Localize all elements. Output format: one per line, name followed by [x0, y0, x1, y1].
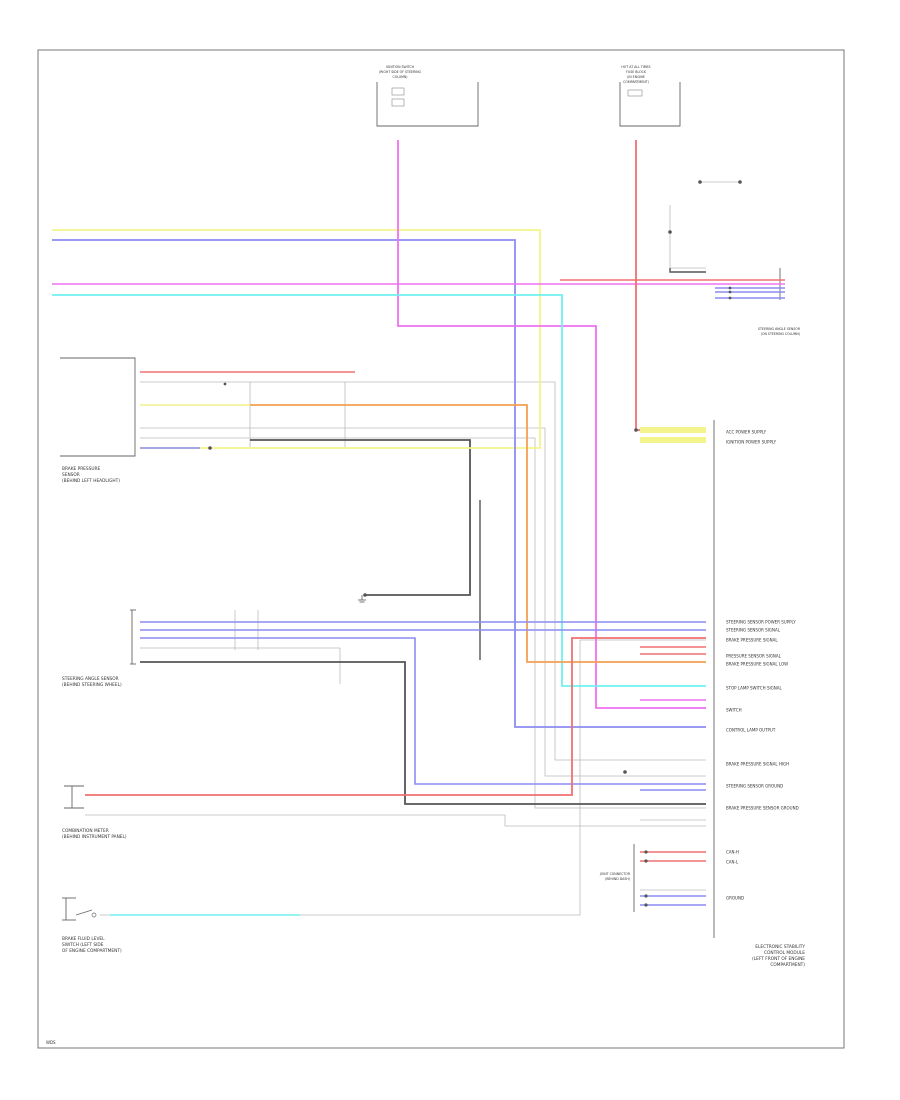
ground-symbol — [358, 595, 366, 603]
fuse-block-label: HOT AT ALL TIMES — [621, 65, 650, 69]
module-pin-label: GROUND — [726, 896, 744, 901]
module-pin-labels: ACC POWER SUPPLY IGNITION POWER SUPPLY STE… — [726, 430, 799, 901]
module-pin-label: STEERING SENSOR POWER SUPPLY — [726, 620, 796, 625]
combination-meter-label: (BEHIND INSTRUMENT PANEL) — [62, 834, 127, 840]
wire-yel — [52, 229, 541, 449]
brake-fluid-switch-label: SWITCH (LEFT SIDE — [62, 942, 104, 948]
wire-ltgrn — [52, 294, 706, 687]
steering-angle-sensor-label: STEERING ANGLE SENSOR — [62, 676, 119, 682]
module-pin-label: CAN-L — [726, 860, 739, 865]
wire-blu — [52, 239, 706, 728]
module-pin-label: BRAKE PRESSURE SIGNAL HIGH — [726, 762, 789, 767]
module-pin-label: PRESSURE SENSOR SIGNAL — [726, 654, 782, 659]
fuse-block-label: COMPARTMENT) — [623, 80, 649, 84]
module-pin-label: IGNITION POWER SUPPLY — [726, 440, 777, 445]
module-pin-label: STEERING SENSOR GROUND — [726, 784, 783, 789]
ignition-switch-box — [376, 82, 479, 127]
module-pin-label: BRAKE PRESSURE SENSOR GROUND — [726, 806, 799, 811]
diagram-frame — [37, 49, 845, 1049]
module-pin-label: STEERING SENSOR SIGNAL — [726, 628, 781, 633]
wire-thin — [100, 639, 706, 916]
module-pin-label: BRAKE PRESSURE SIGNAL LOW — [726, 662, 788, 667]
wire-pnk — [397, 140, 706, 709]
ground-symbols — [358, 595, 366, 603]
esc-module-label: (LEFT FRONT OF ENGINE — [752, 956, 805, 962]
steering-angle-sensor-label: (BEHIND STEERING WHEEL) — [62, 682, 122, 688]
fuse-block-label: FUSE BLOCK — [626, 70, 647, 74]
brake-pressure-sensor-box — [60, 357, 136, 457]
brake-fluid-switch-label: OF ENGINE COMPARTMENT) — [62, 948, 122, 954]
right-component-labels: STEERING ANGLE SENSOR(ON STEERING COLUMN… — [599, 327, 806, 968]
wire-red — [85, 637, 706, 796]
esc-module-label: ELECTRONIC STABILITY — [755, 944, 805, 950]
brake-pressure-sensor-label: (BEHIND LEFT HEADLIGHT) — [62, 478, 120, 484]
joint-connector-label: (BEHIND DASH) — [605, 877, 630, 881]
thin-wires — [85, 181, 740, 916]
wire-blu — [140, 637, 706, 785]
wire-thin — [85, 814, 706, 827]
wire-thin — [669, 205, 706, 269]
page-code: WDS — [46, 1040, 56, 1045]
steering-angle-sensor-right-label: STEERING ANGLE SENSOR — [758, 327, 801, 331]
brake-pressure-sensor-label: BRAKE PRESSURE — [62, 466, 100, 472]
module-pin-label: CAN-H — [726, 850, 739, 855]
wire-ground — [140, 661, 706, 805]
module-pin-label: BRAKE PRESSURE SIGNAL — [726, 638, 778, 643]
top-component-labels: IGNITION SWITCH(RIGHT SIDE OF STEERINGCO… — [379, 65, 651, 84]
ground-wires — [140, 268, 706, 805]
connector-dots — [208, 180, 742, 907]
colored-wires — [52, 140, 785, 916]
steering-angle-sensor-right-label: (ON STEERING COLUMN) — [761, 332, 800, 336]
wire-thin — [140, 647, 341, 684]
esc-module-label: COMPARTMENT) — [770, 962, 805, 968]
combination-meter-label: COMBINATION METER — [62, 828, 109, 834]
wire-red — [635, 140, 706, 431]
module-pin-label: SWITCH — [726, 708, 742, 713]
wire-ground — [250, 439, 471, 596]
wire-thin — [140, 427, 706, 777]
module-pin-label: ACC POWER SUPPLY — [726, 430, 767, 435]
ignition-switch-contact — [391, 87, 405, 96]
fuse-block-box — [619, 82, 681, 127]
fuse-block-label: (IN ENGINE — [627, 75, 645, 79]
wire-ground — [669, 268, 706, 273]
brake-pressure-sensor-label: SENSOR — [62, 472, 80, 478]
module-pin-label: CONTROL LAMP OUTPUT — [726, 728, 776, 733]
esc-module-label: CONTROL MODULE — [764, 950, 805, 956]
ignition-switch-contact — [391, 98, 405, 107]
wire-thin — [140, 437, 706, 809]
module-pin-label: STOP LAMP SWITCH SIGNAL — [726, 686, 783, 691]
ignition-switch-label: (RIGHT SIDE OF STEERING — [379, 70, 422, 74]
wire-thin — [140, 381, 706, 761]
component-boxes — [60, 82, 781, 938]
ignition-switch-label: COLUMN) — [392, 75, 407, 79]
ignition-switch-label: IGNITION SWITCH — [386, 65, 415, 69]
brake-fluid-switch-label: BRAKE FLUID LEVEL — [62, 936, 105, 942]
fuse-element — [627, 89, 643, 97]
joint-connector-label: JOINT CONNECTOR — [599, 872, 631, 876]
wire-org — [250, 404, 706, 663]
